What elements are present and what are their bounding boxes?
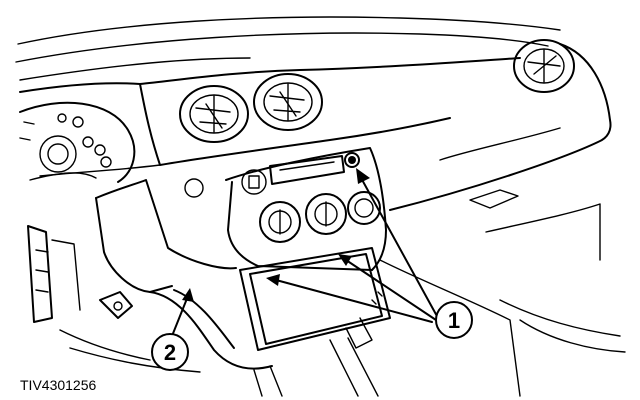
console-side-trim-panel — [29, 172, 273, 370]
passenger-dash-panel — [439, 127, 626, 353]
instrument-cluster — [19, 101, 136, 183]
side-air-vent — [513, 39, 575, 93]
callout-1-leaders — [266, 168, 439, 323]
windshield-lines — [15, 16, 561, 81]
callout-2-leader — [171, 288, 194, 337]
radio-aperture — [239, 247, 391, 351]
center-air-vents — [179, 73, 323, 143]
figure-reference-code: TIV4301256 — [20, 377, 96, 393]
callout-1-marker: 1 — [435, 301, 473, 339]
callout-1-label: 1 — [448, 308, 460, 333]
lower-left-structure — [27, 225, 201, 373]
callout-2-marker: 2 — [151, 333, 189, 371]
dashboard-top — [19, 43, 612, 211]
center-console — [184, 147, 387, 271]
floor-console-lines — [253, 259, 521, 397]
callout-2-label: 2 — [164, 340, 176, 365]
